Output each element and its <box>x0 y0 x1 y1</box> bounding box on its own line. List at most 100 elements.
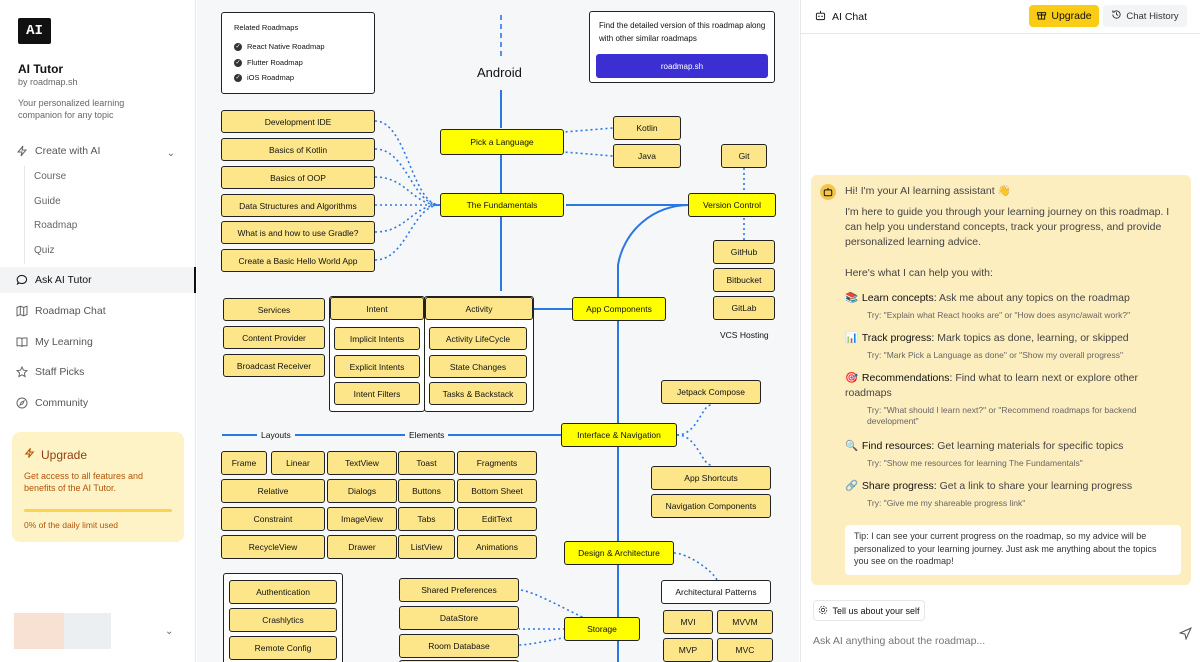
chat-input[interactable] <box>813 630 1153 652</box>
node-crashlytics[interactable]: Crashlytics <box>229 608 337 632</box>
node-mvc[interactable]: MVC <box>717 638 773 662</box>
capability-item: 🔍 Find resources: Get learning materials… <box>845 439 1123 452</box>
send-icon[interactable] <box>1178 627 1192 643</box>
node-activity-lifecycle[interactable]: Activity LifeCycle <box>429 327 527 350</box>
node-constraint[interactable]: Constraint <box>221 507 325 531</box>
node-gradle[interactable]: What is and how to use Gradle? <box>221 221 375 244</box>
node-dialogs[interactable]: Dialogs <box>327 479 397 503</box>
node-java[interactable]: Java <box>613 144 681 168</box>
node-authentication[interactable]: Authentication <box>229 580 337 604</box>
node-gitlab[interactable]: GitLab <box>713 296 775 320</box>
sidebar-item-label: Roadmap Chat <box>35 305 106 317</box>
node-basics-of-kotlin[interactable]: Basics of Kotlin <box>221 138 375 161</box>
node-fragments[interactable]: Fragments <box>457 451 537 475</box>
node-edittext[interactable]: EditText <box>457 507 537 531</box>
related-roadmap-link[interactable]: ✓React Native Roadmap <box>234 42 325 51</box>
node-tabs[interactable]: Tabs <box>398 507 455 531</box>
capability-example: Try: "Show me resources for learning The… <box>867 458 1083 468</box>
node-bottom-sheet[interactable]: Bottom Sheet <box>457 479 537 503</box>
node-shared-preferences[interactable]: Shared Preferences <box>399 578 519 602</box>
sidebar-item-ask-ai-tutor[interactable]: Ask AI Tutor <box>0 267 196 293</box>
node-github[interactable]: GitHub <box>713 240 775 264</box>
tip-box: Tip: I can see your current progress on … <box>845 525 1181 575</box>
node-storage[interactable]: Storage <box>564 617 640 641</box>
node-services[interactable]: Services <box>223 298 325 321</box>
node-version-control[interactable]: Version Control <box>688 193 776 217</box>
node-content-provider[interactable]: Content Provider <box>223 326 325 349</box>
node-activity[interactable]: Activity <box>425 297 533 320</box>
chat-history-button[interactable]: Chat History <box>1103 5 1187 27</box>
node-room-database[interactable]: Room Database <box>399 634 519 658</box>
detailed-version-text: Find the detailed version of this roadma… <box>599 21 766 43</box>
link-icon: 🔗 <box>845 480 859 492</box>
node-explicit-intents[interactable]: Explicit Intents <box>334 355 420 378</box>
node-listview[interactable]: ListView <box>398 535 455 559</box>
node-state-changes[interactable]: State Changes <box>429 355 527 378</box>
sidebar-item-roadmap-chat[interactable]: Roadmap Chat <box>0 298 196 324</box>
node-buttons[interactable]: Buttons <box>398 479 455 503</box>
node-relative[interactable]: Relative <box>221 479 325 503</box>
node-frame[interactable]: Frame <box>221 451 267 475</box>
capability-title: Share progress: <box>861 480 937 492</box>
node-bitbucket[interactable]: Bitbucket <box>713 268 775 292</box>
node-intent[interactable]: Intent <box>330 297 424 320</box>
compass-icon <box>16 397 28 409</box>
related-roadmap-link[interactable]: ✓Flutter Roadmap <box>234 58 303 67</box>
upgrade-card-title: Upgrade <box>24 447 87 462</box>
node-git[interactable]: Git <box>721 144 767 168</box>
upgrade-button[interactable]: Upgrade <box>1029 5 1099 27</box>
node-app-shortcuts[interactable]: App Shortcuts <box>651 466 771 490</box>
node-hello-world-app[interactable]: Create a Basic Hello World App <box>221 249 375 272</box>
node-imageview[interactable]: ImageView <box>327 507 397 531</box>
node-mvi[interactable]: MVI <box>663 610 713 634</box>
account-name-placeholder[interactable] <box>64 613 111 649</box>
sidebar-item-label: Ask AI Tutor <box>35 274 92 286</box>
related-roadmap-link[interactable]: ✓iOS Roadmap <box>234 73 294 82</box>
sidebar-item-community[interactable]: Community <box>0 390 196 416</box>
chat-header: AI Chat Upgrade Chat History <box>801 0 1200 34</box>
node-linear[interactable]: Linear <box>271 451 325 475</box>
node-animations[interactable]: Animations <box>457 535 537 559</box>
node-the-fundamentals[interactable]: The Fundamentals <box>440 193 564 217</box>
sidebar-item-course[interactable]: Course <box>34 171 67 182</box>
node-navigation-components[interactable]: Navigation Components <box>651 494 771 518</box>
node-mvp[interactable]: MVP <box>663 638 713 662</box>
create-with-ai-toggle[interactable]: Create with AI <box>0 138 196 164</box>
node-kotlin[interactable]: Kotlin <box>613 116 681 140</box>
node-storage-more[interactable] <box>399 660 519 662</box>
node-datastore[interactable]: DataStore <box>399 606 519 630</box>
node-jetpack-compose[interactable]: Jetpack Compose <box>661 380 761 404</box>
sidebar-item-quiz[interactable]: Quiz <box>34 245 55 256</box>
node-data-structures[interactable]: Data Structures and Algorithms <box>221 194 375 217</box>
node-mvvm[interactable]: MVVM <box>717 610 773 634</box>
node-recycleview[interactable]: RecycleView <box>221 535 325 559</box>
sidebar-item-roadmap[interactable]: Roadmap <box>34 220 78 231</box>
node-remote-config[interactable]: Remote Config <box>229 636 337 660</box>
node-development-ide[interactable]: Development IDE <box>221 110 375 133</box>
roadmap-sh-button[interactable]: roadmap.sh <box>596 54 768 78</box>
node-pick-a-language[interactable]: Pick a Language <box>440 129 564 155</box>
node-basics-of-oop[interactable]: Basics of OOP <box>221 166 375 189</box>
upgrade-card[interactable]: Upgrade Get access to all features and b… <box>12 432 184 542</box>
node-tasks-backstack[interactable]: Tasks & Backstack <box>429 382 527 405</box>
ai-tutor-logo[interactable]: AI <box>18 18 51 44</box>
node-toast[interactable]: Toast <box>398 451 455 475</box>
chevron-down-icon[interactable]: ⌄ <box>166 148 175 159</box>
sidebar-item-guide[interactable]: Guide <box>34 196 61 207</box>
tell-about-yourself-button[interactable]: Tell us about your self <box>813 600 925 621</box>
chevron-down-icon[interactable]: ⌄ <box>165 626 174 637</box>
node-interface-navigation[interactable]: Interface & Navigation <box>561 423 677 447</box>
account-avatar[interactable] <box>14 613 64 649</box>
node-implicit-intents[interactable]: Implicit Intents <box>334 327 420 350</box>
node-broadcast-receiver[interactable]: Broadcast Receiver <box>223 354 325 377</box>
roadmap-canvas[interactable]: Related Roadmaps ✓React Native Roadmap ✓… <box>197 0 799 662</box>
upgrade-title-text: Upgrade <box>41 447 88 462</box>
node-intent-filters[interactable]: Intent Filters <box>334 382 420 405</box>
sidebar-item-staff-picks[interactable]: Staff Picks <box>0 359 196 385</box>
sidebar-item-my-learning[interactable]: My Learning <box>0 329 196 355</box>
assistant-message: Hi! I'm your AI learning assistant 👋 I'm… <box>811 175 1191 585</box>
node-design-architecture[interactable]: Design & Architecture <box>564 541 674 565</box>
node-textview[interactable]: TextView <box>327 451 397 475</box>
node-drawer[interactable]: Drawer <box>327 535 397 559</box>
node-app-components[interactable]: App Components <box>572 297 666 321</box>
